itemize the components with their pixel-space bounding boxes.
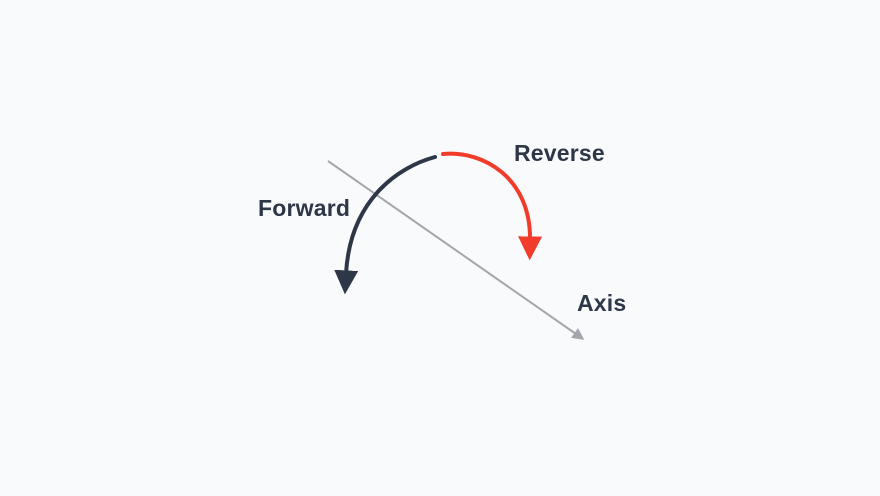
reverse-label: Reverse bbox=[514, 140, 605, 166]
axis-arrow bbox=[327, 160, 585, 340]
reverse-rotation-arrow bbox=[441, 151, 543, 261]
axis-label: Axis bbox=[577, 290, 626, 316]
forward-label: Forward bbox=[258, 195, 350, 221]
forward-rotation-arrow bbox=[334, 155, 437, 295]
